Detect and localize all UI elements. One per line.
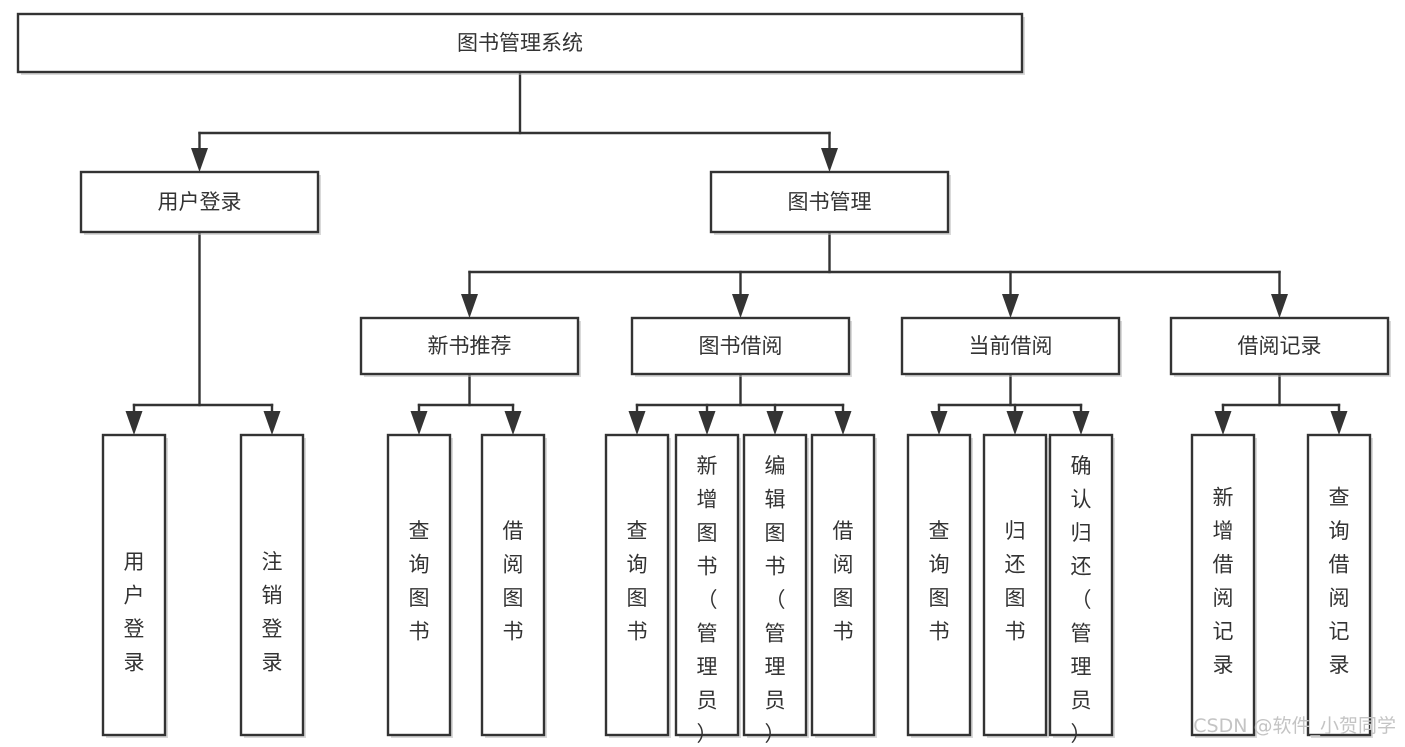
arrow-new-book-recommend-head bbox=[461, 294, 478, 318]
node-box-new-book-recommend[interactable] bbox=[359, 316, 580, 376]
node-label-edit-book-admin: 编辑图书（管理员） bbox=[765, 454, 786, 746]
node-box-borrow-records[interactable] bbox=[1169, 316, 1390, 376]
node-query-books-2[interactable]: 查询图书 bbox=[604, 433, 671, 738]
node-query-books-1[interactable]: 查询图书 bbox=[386, 433, 453, 738]
arrow-query-borrow-record-head bbox=[1330, 411, 1348, 435]
node-box-query-books-1[interactable] bbox=[386, 433, 452, 737]
node-logout-leaf[interactable]: 注销登录 bbox=[239, 433, 306, 738]
node-label-query-books-3: 查询图书 bbox=[929, 519, 950, 644]
node-user-login-leaf[interactable]: 用户登录 bbox=[101, 433, 168, 738]
arrow-book-manage-group-head bbox=[821, 148, 838, 172]
arrow-query-books-2-head bbox=[628, 411, 646, 435]
node-label-query-borrow-record: 查询借阅记录 bbox=[1329, 486, 1350, 678]
node-label-borrow-books-2: 借阅图书 bbox=[833, 519, 854, 644]
arrow-current-borrow-head bbox=[1002, 294, 1019, 318]
arrow-borrow-records-head bbox=[1271, 294, 1288, 318]
arrow-logout-leaf-head bbox=[263, 411, 281, 435]
arrow-borrow-books-1-head bbox=[504, 411, 522, 435]
connector-layer bbox=[125, 70, 1348, 435]
node-box-return-books[interactable] bbox=[982, 433, 1048, 737]
node-box-confirm-return-admin[interactable] bbox=[1048, 433, 1114, 737]
node-box-book-manage-group[interactable] bbox=[709, 170, 950, 234]
node-new-book-recommend[interactable]: 新书推荐 bbox=[359, 316, 581, 377]
node-borrow-records[interactable]: 借阅记录 bbox=[1169, 316, 1391, 377]
node-box-borrow-books-2[interactable] bbox=[810, 433, 876, 737]
node-root[interactable]: 图书管理系统 bbox=[16, 12, 1025, 75]
arrow-add-book-admin-head bbox=[698, 411, 716, 435]
node-current-borrow[interactable]: 当前借阅 bbox=[900, 316, 1122, 377]
node-label-query-books-2: 查询图书 bbox=[627, 519, 648, 644]
arrow-add-borrow-record-head bbox=[1214, 411, 1232, 435]
node-box-current-borrow[interactable] bbox=[900, 316, 1121, 376]
node-label-user-login-group: 用户登录 bbox=[158, 190, 242, 214]
node-query-books-3[interactable]: 查询图书 bbox=[906, 433, 973, 738]
node-box-book-borrow[interactable] bbox=[630, 316, 851, 376]
node-box-edit-book-admin[interactable] bbox=[742, 433, 808, 737]
node-label-current-borrow: 当前借阅 bbox=[969, 334, 1053, 358]
node-user-login-group[interactable]: 用户登录 bbox=[79, 170, 321, 235]
node-add-borrow-record[interactable]: 新增借阅记录 bbox=[1190, 433, 1257, 738]
arrow-return-books-head bbox=[1006, 411, 1024, 435]
node-box-root[interactable] bbox=[16, 12, 1024, 74]
arrow-edit-book-admin-head bbox=[766, 411, 784, 435]
node-box-borrow-books-1[interactable] bbox=[480, 433, 546, 737]
node-label-logout-leaf: 注销登录 bbox=[262, 550, 283, 675]
node-label-query-books-1: 查询图书 bbox=[409, 519, 430, 644]
node-box-add-borrow-record[interactable] bbox=[1190, 433, 1256, 737]
arrow-user-login-leaf-head bbox=[125, 411, 143, 435]
node-label-book-borrow: 图书借阅 bbox=[699, 334, 783, 358]
node-label-confirm-return-admin: 确认归还（管理员） bbox=[1071, 454, 1092, 746]
node-borrow-books-2[interactable]: 借阅图书 bbox=[810, 433, 877, 738]
node-layer: 图书管理系统用户登录图书管理用户登录注销登录新书推荐图书借阅当前借阅借阅记录查询… bbox=[16, 12, 1391, 746]
node-edit-book-admin[interactable]: 编辑图书（管理员） bbox=[742, 433, 809, 746]
node-box-logout-leaf[interactable] bbox=[239, 433, 305, 737]
node-return-books[interactable]: 归还图书 bbox=[982, 433, 1049, 738]
node-label-new-book-recommend: 新书推荐 bbox=[428, 334, 512, 358]
arrow-query-books-3-head bbox=[930, 411, 948, 435]
arrow-book-borrow-head bbox=[732, 294, 749, 318]
node-add-book-admin[interactable]: 新增图书（管理员） bbox=[674, 433, 741, 746]
arrow-borrow-books-2-head bbox=[834, 411, 852, 435]
node-label-add-book-admin: 新增图书（管理员） bbox=[697, 454, 718, 746]
node-label-borrow-books-1: 借阅图书 bbox=[503, 519, 524, 644]
node-label-borrow-records: 借阅记录 bbox=[1238, 334, 1322, 358]
node-box-query-books-2[interactable] bbox=[604, 433, 670, 737]
node-box-user-login-group[interactable] bbox=[79, 170, 320, 234]
node-box-query-books-3[interactable] bbox=[906, 433, 972, 737]
node-label-add-borrow-record: 新增借阅记录 bbox=[1213, 486, 1234, 678]
node-label-return-books: 归还图书 bbox=[1005, 519, 1026, 644]
arrow-user-login-group-head bbox=[191, 148, 208, 172]
arrow-query-books-1-head bbox=[410, 411, 428, 435]
node-label-user-login-leaf: 用户登录 bbox=[124, 550, 145, 675]
node-box-user-login-leaf[interactable] bbox=[101, 433, 167, 737]
node-book-borrow[interactable]: 图书借阅 bbox=[630, 316, 852, 377]
arrow-confirm-return-admin-head bbox=[1072, 411, 1090, 435]
node-label-root: 图书管理系统 bbox=[457, 31, 583, 55]
node-confirm-return-admin[interactable]: 确认归还（管理员） bbox=[1048, 433, 1115, 746]
node-book-manage-group[interactable]: 图书管理 bbox=[709, 170, 951, 235]
csdn-watermark: CSDN @软件_小贺同学 bbox=[1193, 715, 1396, 737]
node-borrow-books-1[interactable]: 借阅图书 bbox=[480, 433, 547, 738]
node-query-borrow-record[interactable]: 查询借阅记录 bbox=[1306, 433, 1373, 738]
node-box-query-borrow-record[interactable] bbox=[1306, 433, 1372, 737]
node-label-book-manage-group: 图书管理 bbox=[788, 190, 872, 214]
node-box-add-book-admin[interactable] bbox=[674, 433, 740, 737]
